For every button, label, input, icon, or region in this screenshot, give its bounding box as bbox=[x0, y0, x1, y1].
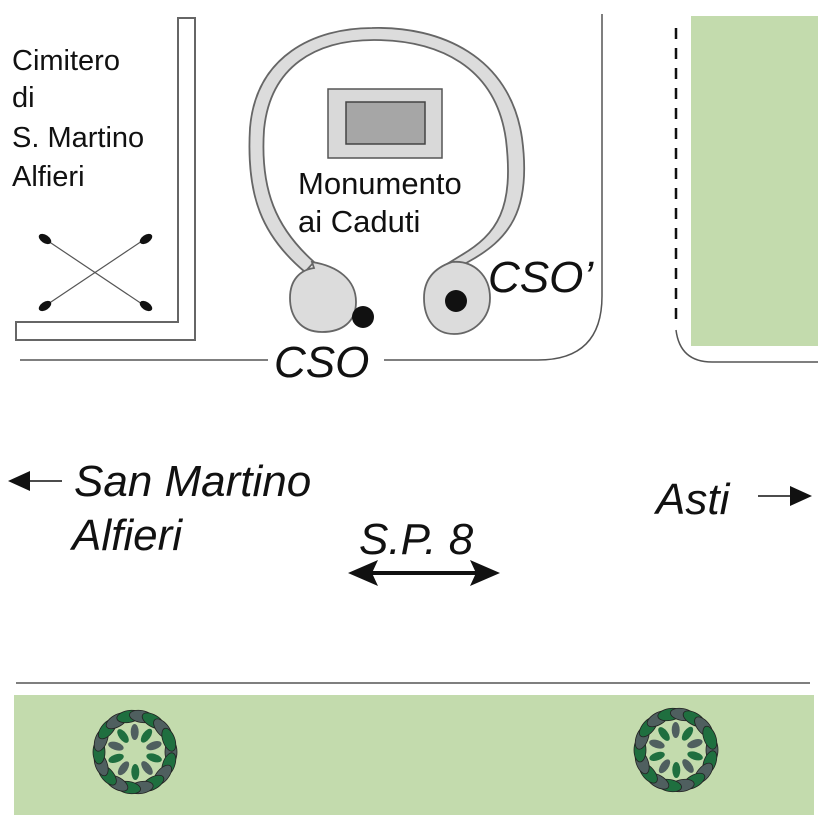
cemetery-line-1: Cimitero bbox=[12, 45, 120, 77]
double-arrow-icon bbox=[348, 560, 500, 586]
cemetery-line-3: S. Martino bbox=[12, 122, 144, 154]
cso-label: CSO bbox=[274, 338, 369, 387]
cso-prime-marker-icon bbox=[445, 290, 467, 312]
cemetery-label: Cimitero di S. Martino Alfieri bbox=[12, 45, 144, 193]
tree-icon bbox=[92, 709, 178, 795]
arrow-left-icon bbox=[8, 471, 62, 491]
monument-line-1: Monumento bbox=[298, 166, 462, 201]
monument-line-2: ai Caduti bbox=[298, 204, 420, 239]
cso-prime-label: CSO’ bbox=[488, 253, 594, 302]
cemetery-wall bbox=[15, 17, 196, 341]
upper-road-edge bbox=[20, 14, 603, 361]
tree-icon bbox=[633, 707, 719, 793]
cemetery-line-4: Alfieri bbox=[12, 161, 85, 193]
east-label: Asti bbox=[653, 475, 731, 524]
monument bbox=[327, 88, 443, 159]
road-label: S.P. 8 bbox=[359, 515, 474, 564]
west-label-line-2: Alfieri bbox=[69, 511, 183, 560]
right-green-area bbox=[674, 16, 818, 363]
cemetery-line-2: di bbox=[12, 82, 35, 114]
cso-marker-icon bbox=[352, 306, 374, 328]
monument-label: Monumento ai Caduti bbox=[298, 166, 462, 239]
arrow-right-icon bbox=[758, 486, 812, 506]
cross-icon bbox=[38, 233, 153, 312]
west-label-line-1: San Martino bbox=[74, 457, 311, 506]
path-left-bulb bbox=[289, 260, 357, 333]
